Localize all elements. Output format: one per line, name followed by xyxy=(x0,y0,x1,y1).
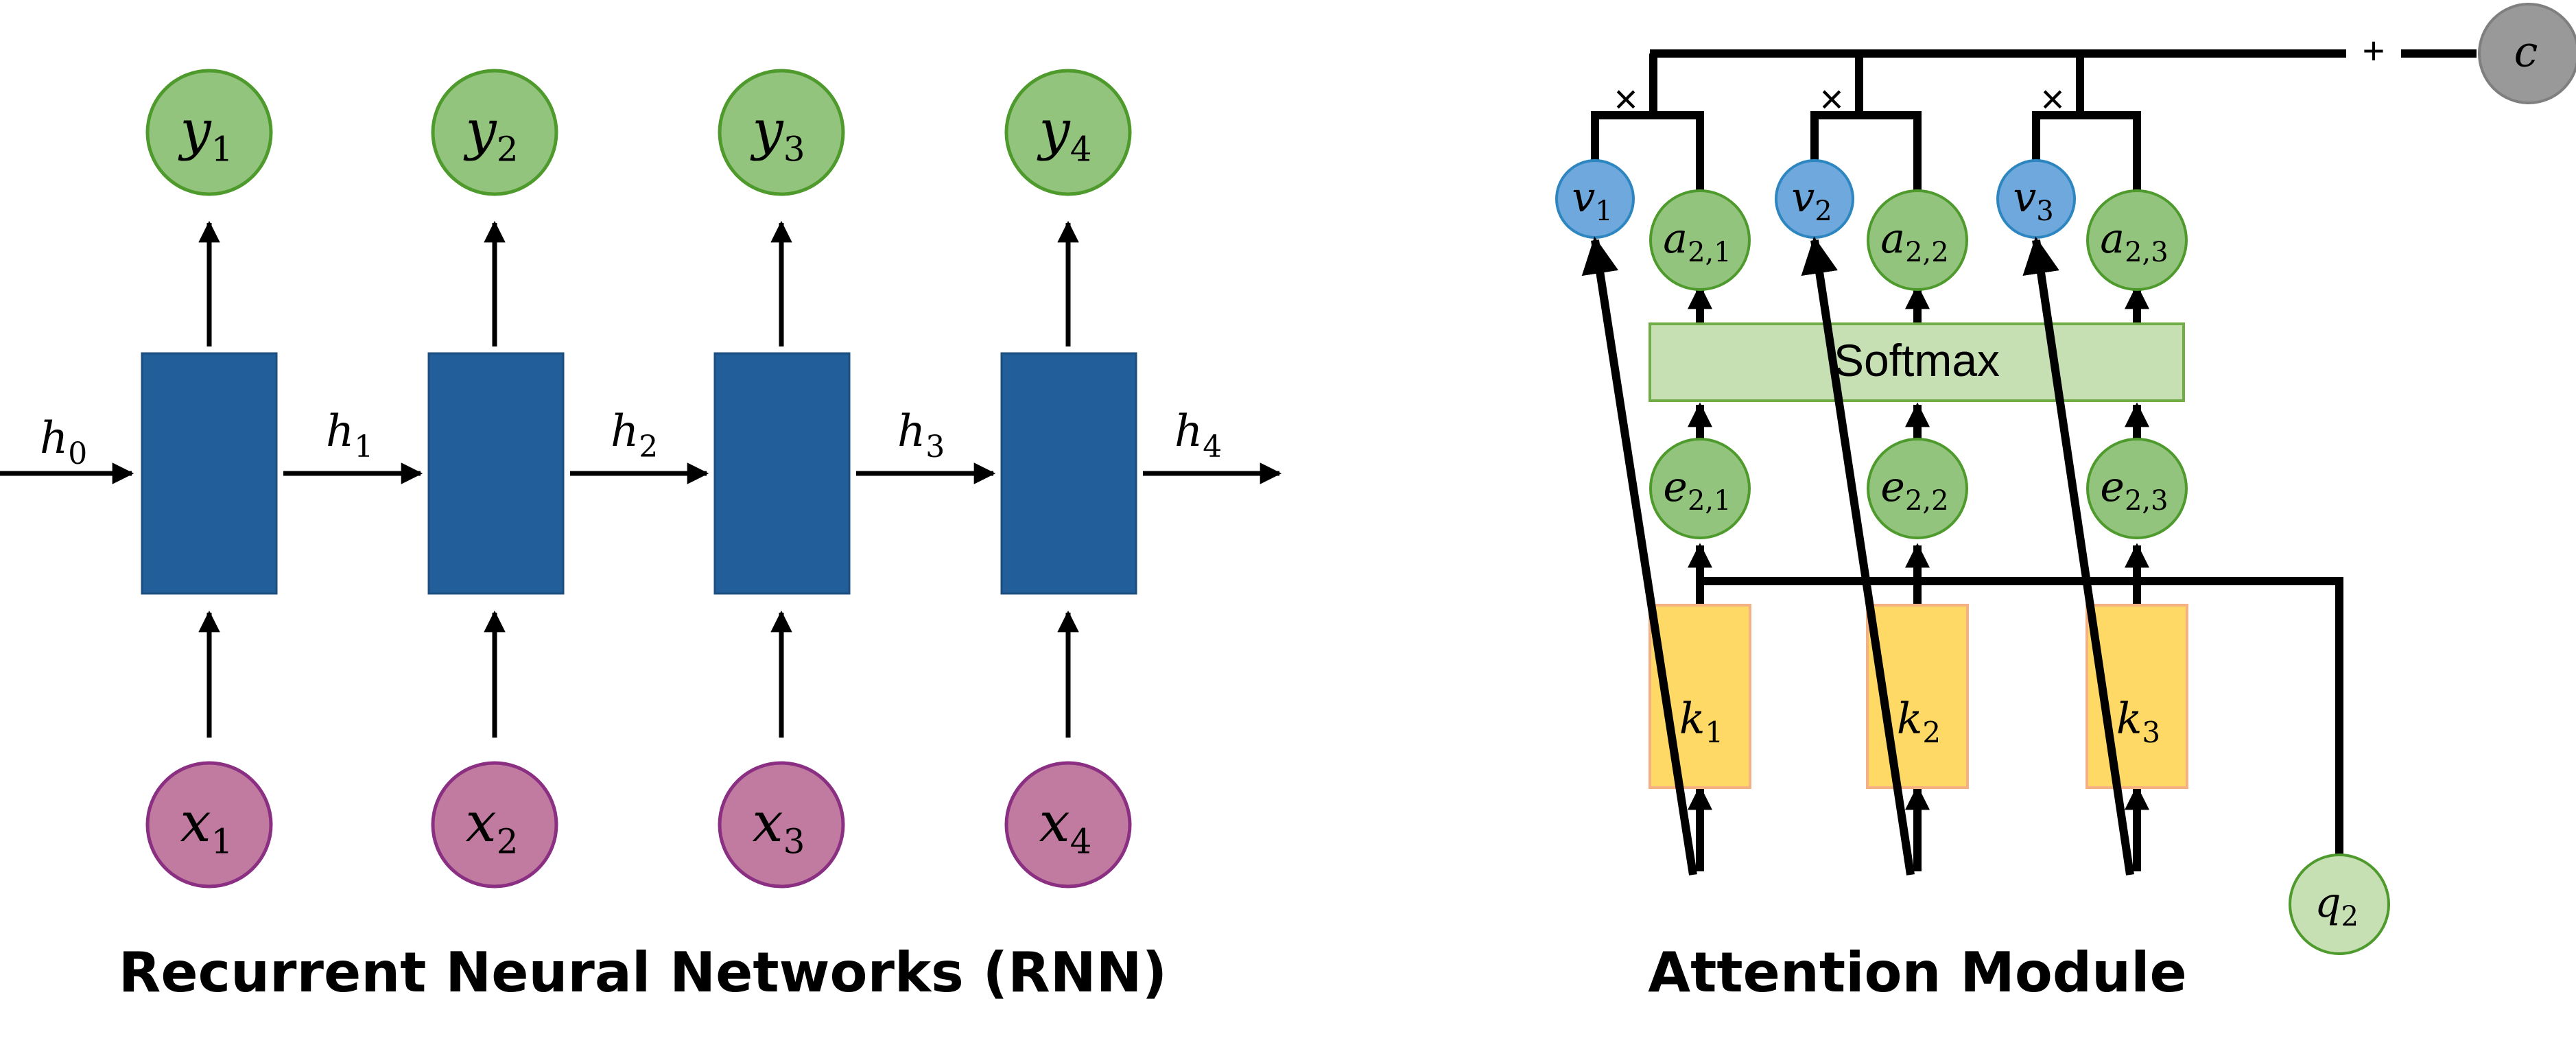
output-node-y1-label: y1 xyxy=(178,98,233,169)
input-node-x2-circle xyxy=(431,761,558,889)
value-node-v1: v1 xyxy=(1555,159,1635,239)
hidden-label-h4: h4 xyxy=(1174,406,1222,464)
input-to-value-diagonal-3 xyxy=(2022,236,2134,875)
output-node-y3-label: y3 xyxy=(750,98,805,169)
product-bracket-3 xyxy=(2032,111,2141,194)
hidden-label-h3: h3 xyxy=(897,406,945,464)
input-to-value-diagonal-2 xyxy=(1801,236,1915,875)
rnn-nodes: y1 x1 y2 x2 y3 x3 y4 x4 xyxy=(145,69,1132,889)
rnn-panel: y1 x1 y2 x2 y3 x3 y4 x4 h0 h1 h2 h3 h4 Recurren… xyxy=(0,69,1282,1004)
output-node-y2: y2 xyxy=(431,69,558,196)
softmax-box xyxy=(1649,322,2185,402)
input-node-x3-label: x3 xyxy=(753,790,805,862)
weight-node-a1-label: a2,1 xyxy=(1663,215,1731,268)
input-node-x4: x4 xyxy=(1004,761,1132,889)
score-node-e1: e2,1 xyxy=(1649,438,1751,539)
input-node-x3-circle xyxy=(718,761,845,889)
rnn-cell-3 xyxy=(713,352,851,595)
score-node-e2: e2,2 xyxy=(1867,438,1968,539)
attention-nodes: v1 a2,1 e2,1 v2 a2,2 e2,2 v3 a2,3 e2,3 c q2 xyxy=(1555,3,2576,955)
query-node-q2-circle xyxy=(2289,854,2390,955)
output-node-y3: y3 xyxy=(718,69,845,196)
times-sign-2: × xyxy=(1819,76,1843,122)
score-node-e3-label: e2,3 xyxy=(2100,463,2168,517)
context-node-c-label: c xyxy=(2514,27,2538,77)
key-label-k2: k2 xyxy=(1897,694,1941,750)
rnn-cell-1 xyxy=(141,352,278,595)
value-connections xyxy=(1581,236,2134,875)
value-node-v1-label: v1 xyxy=(1572,174,1612,227)
input-node-x4-circle xyxy=(1004,761,1132,889)
weight-node-a3-circle xyxy=(2086,189,2188,291)
attention-connections: × × × xyxy=(1591,54,2343,871)
input-node-x4-label: x4 xyxy=(1039,790,1092,862)
input-node-x1-circle xyxy=(145,761,273,889)
rnn-cells xyxy=(141,352,1137,595)
product-bracket-1 xyxy=(1591,111,1704,194)
times-sign-3: × xyxy=(2040,76,2064,122)
rnn-cell-4 xyxy=(1000,352,1137,595)
weight-node-a2-circle xyxy=(1867,189,1968,291)
times-sign-1: × xyxy=(1614,76,1638,122)
score-node-e1-circle xyxy=(1649,438,1751,539)
query-node-q2: q2 xyxy=(2289,854,2390,955)
weight-node-a2: a2,2 xyxy=(1867,189,1968,291)
input-node-x1-label: x1 xyxy=(180,790,233,862)
output-node-y3-circle xyxy=(718,69,845,196)
output-node-y4-label: y4 xyxy=(1037,98,1091,169)
score-node-e2-circle xyxy=(1867,438,1968,539)
key-label-k1: k1 xyxy=(1679,694,1723,750)
value-node-v2: v2 xyxy=(1775,159,1854,239)
value-node-v2-label: v2 xyxy=(1791,174,1832,227)
hidden-label-h0: h0 xyxy=(40,413,87,471)
score-node-e3-circle xyxy=(2086,438,2188,539)
output-node-y2-label: y2 xyxy=(463,98,518,169)
value-node-v3-label: v3 xyxy=(2013,174,2053,227)
input-node-x2-label: x2 xyxy=(466,790,519,862)
output-node-y1: y1 xyxy=(145,69,273,196)
query-node-q2-label: q2 xyxy=(2315,879,2359,932)
input-to-value-diagonal-1 xyxy=(1581,236,1697,875)
key-label-k3: k3 xyxy=(2116,694,2160,750)
rnn-caption: Recurrent Neural Networks (RNN) xyxy=(119,941,1167,1004)
value-node-v3: v3 xyxy=(1996,159,2076,239)
weight-node-a2-label: a2,2 xyxy=(1880,215,1948,268)
hidden-label-h1: h1 xyxy=(326,406,373,464)
weight-node-a3: a2,3 xyxy=(2086,189,2188,291)
output-node-y2-circle xyxy=(431,69,558,196)
attention-caption: Attention Module xyxy=(1648,941,2187,1004)
context-node-c: c xyxy=(2478,3,2576,104)
score-node-e3: e2,3 xyxy=(2086,438,2188,539)
weight-node-a1: a2,1 xyxy=(1649,189,1751,291)
input-node-x2: x2 xyxy=(431,761,558,889)
plus-sign: + xyxy=(2363,29,2385,72)
score-node-e1-label: e2,1 xyxy=(1663,463,1731,517)
score-node-e2-label: e2,2 xyxy=(1880,463,1948,517)
softmax-label: Softmax xyxy=(1834,335,2000,386)
input-node-x3: x3 xyxy=(718,761,845,889)
weight-node-a3-label: a2,3 xyxy=(2100,215,2168,268)
input-node-x1: x1 xyxy=(145,761,273,889)
context-node-c-circle xyxy=(2478,3,2576,104)
rnn-connections xyxy=(0,220,1282,738)
weight-node-a1-circle xyxy=(1649,189,1751,291)
attention-panel: + × × × k1 k2 k3 Softmax v1 a2,1 e2,1 v2 a2,2 e2,… xyxy=(1555,3,2576,1004)
hidden-label-h2: h2 xyxy=(611,406,658,464)
rnn-cell-2 xyxy=(427,352,565,595)
output-node-y1-circle xyxy=(145,69,273,196)
output-node-y4: y4 xyxy=(1004,69,1132,196)
output-node-y4-circle xyxy=(1004,69,1132,196)
product-bracket-2 xyxy=(1810,111,1922,194)
